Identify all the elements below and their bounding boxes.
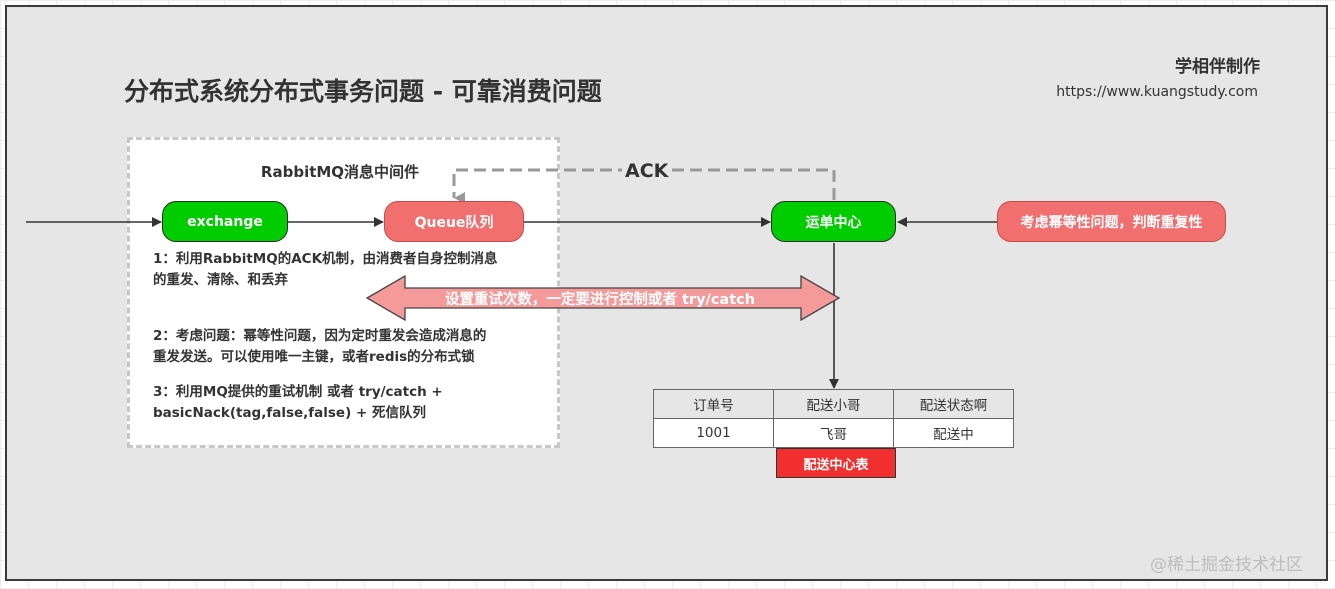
note-idempotency-line-1: 2：考虑问题：幂等性问题，因为定时重发会造成消息的	[153, 328, 487, 344]
credit-label: 学相伴制作	[1175, 57, 1260, 77]
note-retry: 3：利用MQ提供的重试机制 或者 try/catch + basicNack(t…	[153, 382, 443, 424]
note-idempotency-line-2: 重发发送。可以使用唯一主键，或者redis的分布式锁	[153, 349, 475, 365]
table-header-row: 订单号 配送小哥 配送状态啊	[653, 389, 1014, 419]
delivery-center-node: 运单中心	[771, 201, 896, 242]
exchange-node: exchange	[162, 201, 288, 242]
ack-label: ACK	[622, 160, 672, 182]
rabbitmq-label: RabbitMQ消息中间件	[260, 163, 420, 181]
watermark: @稀土掘金技术社区	[1150, 555, 1303, 575]
note-ack-line-2: 的重发、清除、和丢弃	[153, 272, 288, 288]
delivery-table: 订单号 配送小哥 配送状态啊 1001 飞哥 配送中	[653, 389, 1014, 448]
idempotency-node: 考虑幂等性问题，判断重复性	[997, 201, 1226, 242]
note-ack: 1：利用RabbitMQ的ACK机制，由消费者自身控制消息 的重发、清除、和丢弃	[153, 249, 498, 291]
table-header-cell: 配送状态啊	[893, 389, 1014, 419]
retry-label: 设置重试次数，一定要进行控制或者 try/catch	[444, 292, 756, 308]
site-url: https://www.kuangstudy.com	[1056, 84, 1258, 100]
queue-node: Queue队列	[384, 201, 524, 242]
table-cell: 配送中	[893, 418, 1014, 448]
table-caption: 配送中心表	[776, 448, 896, 478]
table-cell: 1001	[653, 418, 774, 448]
table-header-cell: 配送小哥	[773, 389, 894, 419]
table-cell: 飞哥	[773, 418, 894, 448]
retry-double-arrow	[365, 274, 841, 322]
table-row: 1001 飞哥 配送中	[653, 418, 1014, 448]
table-header-cell: 订单号	[653, 389, 774, 419]
note-retry-line-1: 3：利用MQ提供的重试机制 或者 try/catch +	[153, 384, 443, 400]
note-ack-line-1: 1：利用RabbitMQ的ACK机制，由消费者自身控制消息	[153, 251, 498, 267]
note-idempotency: 2：考虑问题：幂等性问题，因为定时重发会造成消息的 重发发送。可以使用唯一主键，…	[153, 326, 486, 368]
page-title: 分布式系统分布式事务问题 - 可靠消费问题	[124, 77, 602, 106]
note-retry-line-2: basicNack(tag,false,false) + 死信队列	[153, 405, 426, 421]
